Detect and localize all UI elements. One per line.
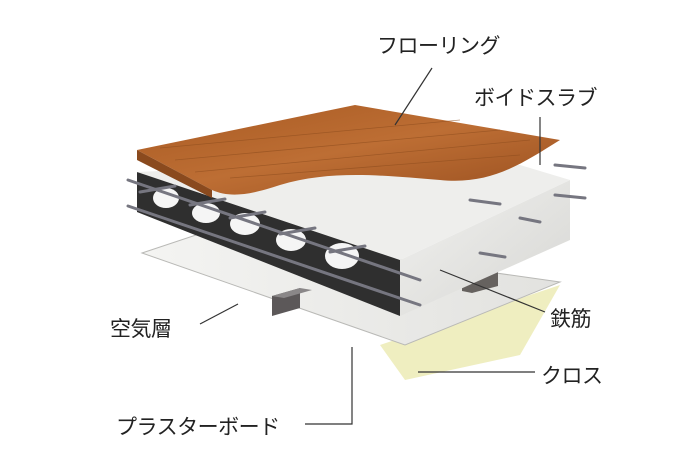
label-cloth: クロス [541, 364, 603, 388]
label-flooring: フローリング [377, 34, 501, 58]
label-void-slab: ボイドスラブ [474, 86, 598, 110]
label-air-layer: 空気層 [110, 317, 172, 341]
label-plasterboard: プラスターボード [116, 415, 280, 439]
flooring-layer [137, 105, 560, 198]
label-rebar: 鉄筋 [550, 307, 592, 331]
rebar [126, 163, 587, 307]
cloth-layer [380, 285, 560, 380]
leader-lines [199, 67, 546, 425]
